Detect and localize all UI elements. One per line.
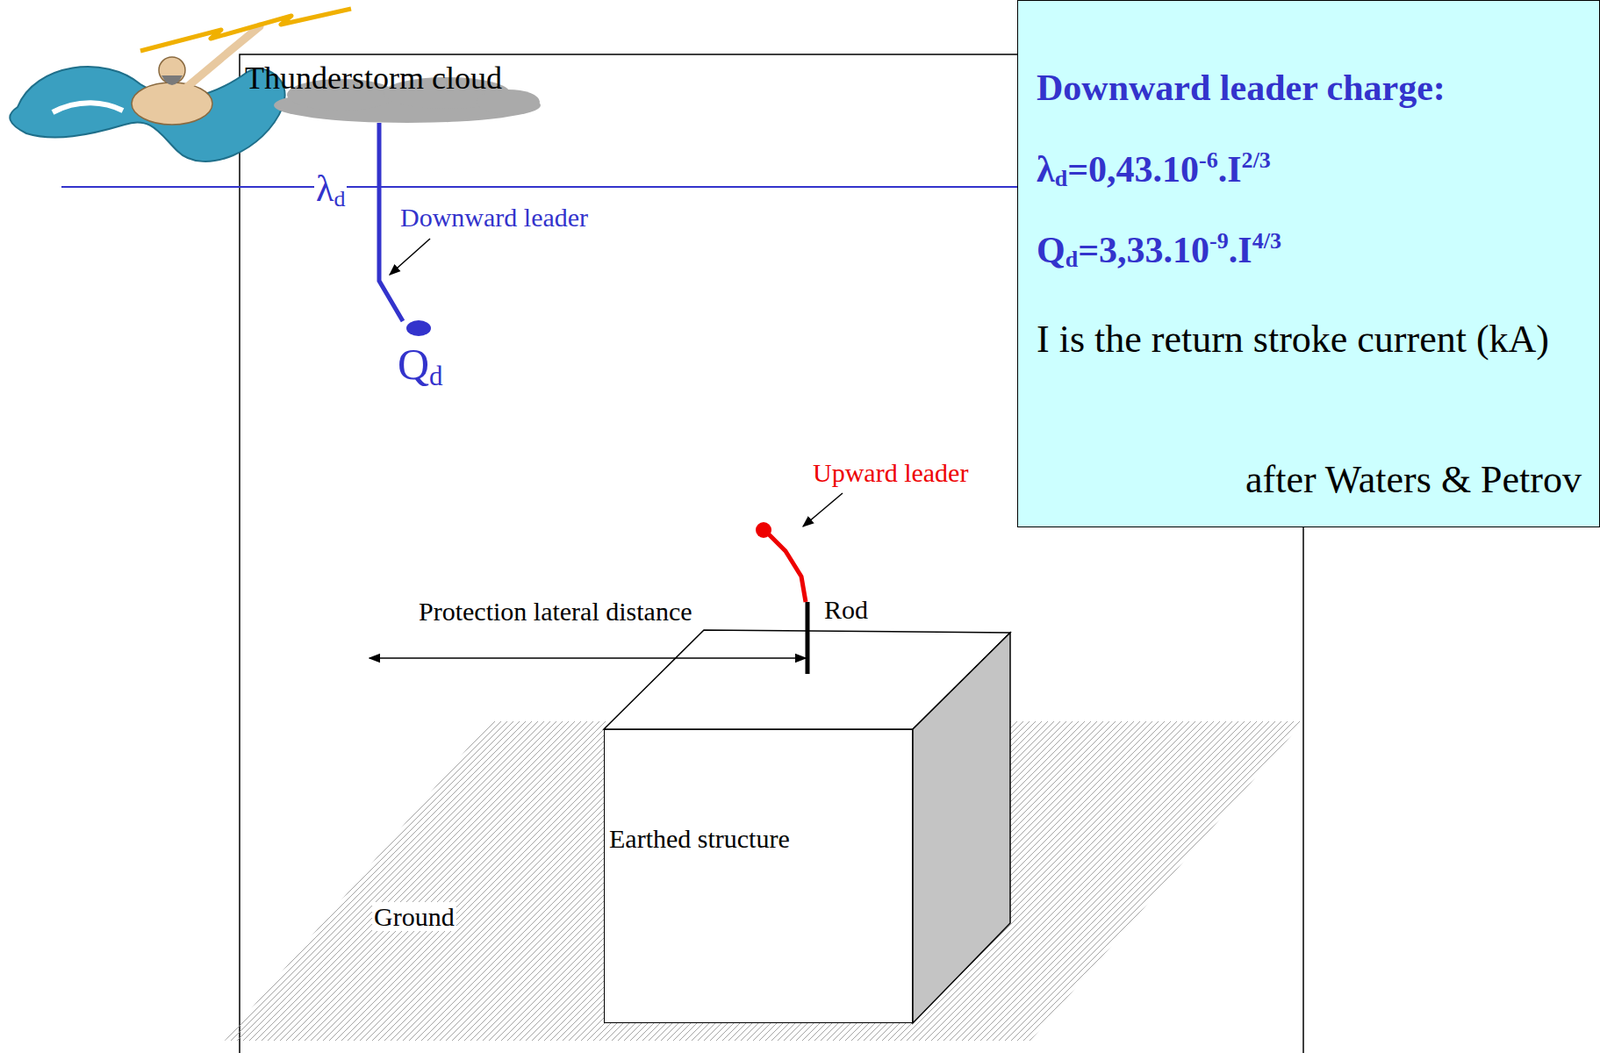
lightning-bolt	[140, 8, 352, 51]
node-text: λd=0,43.10-6.I2/3	[1036, 148, 1271, 193]
node-text: Thunderstorm cloud	[244, 61, 503, 97]
text-part: .I	[1218, 149, 1242, 190]
text-part: 2/3	[1241, 147, 1271, 173]
ground-plane	[224, 721, 1304, 1041]
node-text: I is the return stroke current (kA)	[1036, 315, 1581, 364]
node-text: Downward leader charge:	[1036, 67, 1446, 108]
part-label: Ground	[372, 902, 457, 932]
text-part: =0,43.10	[1067, 149, 1199, 190]
text-part: λ	[315, 168, 334, 209]
zeus-cape-fold	[52, 102, 123, 113]
dimension-label: Protection lateral distance	[418, 596, 693, 626]
structure-side	[912, 632, 1011, 1024]
text-part: -6	[1198, 147, 1219, 173]
text-part: =3,33.10	[1077, 229, 1210, 271]
charge-symbol: Qd	[397, 340, 444, 392]
node-text: Earthed structure	[609, 824, 790, 854]
text-part: d	[429, 360, 444, 392]
text-part: Q	[1036, 229, 1066, 271]
text-part: 4/3	[1252, 228, 1282, 254]
leader-pointer	[389, 238, 431, 275]
text-part: .I	[1228, 229, 1253, 271]
leader-pointer	[803, 493, 843, 527]
zeus-cape	[9, 66, 285, 162]
node-text: after Waters & Petrov	[1245, 459, 1582, 502]
leader-head	[755, 522, 772, 539]
text-part: -9	[1209, 228, 1229, 254]
node-text: Qd=3,33.10-9.I4/3	[1036, 229, 1282, 273]
downward-leader	[379, 122, 403, 322]
lightning-rod	[805, 602, 811, 675]
zeus-body	[131, 82, 213, 125]
text-part: d	[333, 186, 345, 212]
text-part: d	[1054, 165, 1068, 192]
leader-head	[406, 320, 431, 337]
dimension-arrow	[369, 657, 806, 660]
info-panel: Downward leader charge:λd=0,43.10-6.I2/3…	[1017, 0, 1600, 528]
line-charge-symbol: λd	[314, 168, 347, 212]
part-label: Rod	[824, 595, 869, 625]
text-part: Q	[397, 339, 430, 389]
leader-label: Upward leader	[812, 458, 969, 488]
cloud-shape: Thunderstorm cloud	[244, 61, 548, 130]
reference-line	[61, 186, 1018, 188]
leader-label: Downward leader	[400, 202, 589, 232]
upward-leader	[767, 532, 806, 603]
text-part: d	[1065, 246, 1078, 273]
text-part: λ	[1036, 149, 1055, 190]
earthed-structure: Earthed structure	[603, 729, 913, 1024]
zeus-beard	[161, 75, 183, 86]
